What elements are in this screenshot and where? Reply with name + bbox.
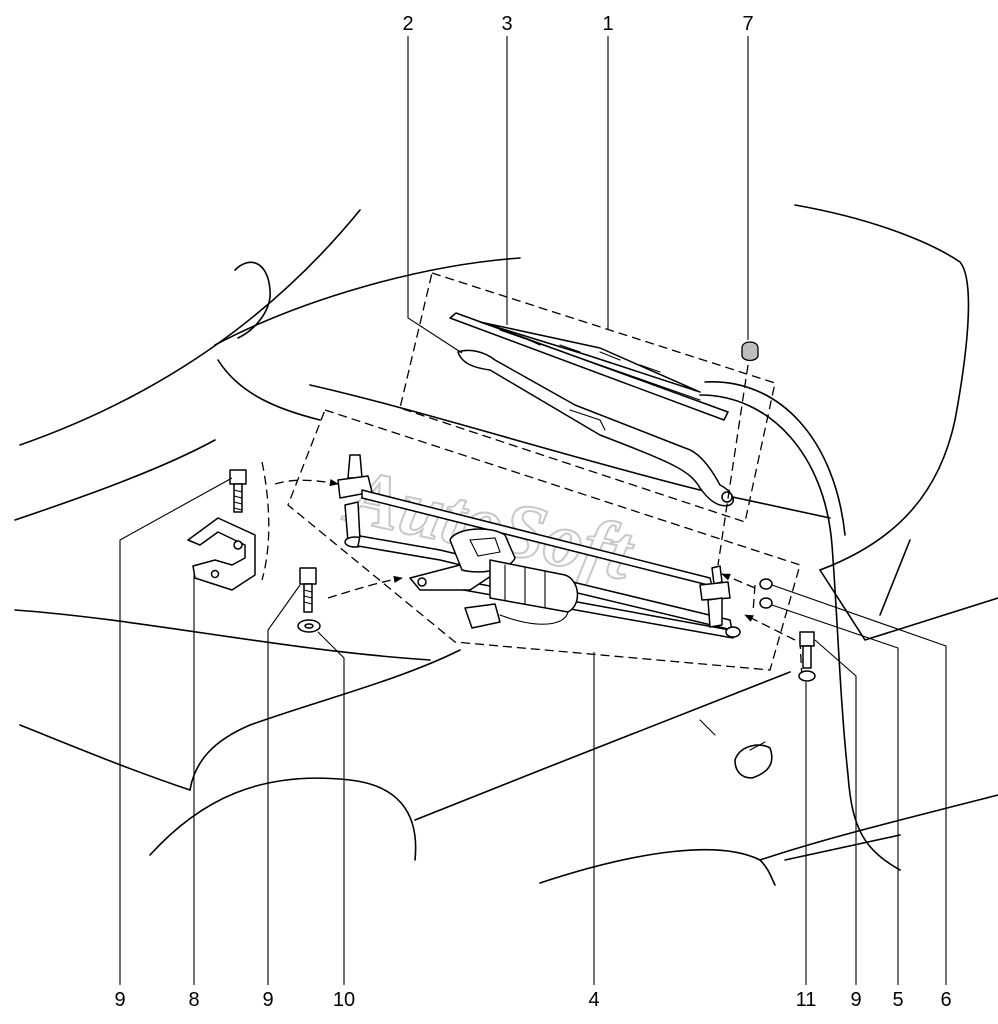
- callout-4: 4: [588, 989, 599, 1011]
- wiper-arm: [457, 349, 734, 507]
- wiper-blade: [449, 312, 729, 421]
- callout-11: 11: [796, 989, 817, 1011]
- callout-9a: 9: [114, 989, 125, 1011]
- callout-5: 5: [892, 989, 903, 1011]
- bracket-8: [187, 517, 256, 591]
- leader-10: [317, 631, 345, 985]
- car-body-outline: [14, 204, 998, 886]
- callout-2: 2: [402, 13, 413, 35]
- bolt-9-top: [229, 469, 247, 513]
- nut-5: [759, 597, 773, 609]
- arrow-bolt-to-bracket: [327, 575, 403, 599]
- callout-7: 7: [742, 13, 753, 35]
- cap-nut: [741, 341, 759, 362]
- bolt-path-left: [261, 461, 270, 581]
- leader-9c: [814, 639, 857, 985]
- leader-9a: [119, 477, 233, 985]
- callout-9c: 9: [850, 989, 861, 1011]
- callout-1: 1: [602, 13, 613, 35]
- nut-path: [752, 584, 756, 613]
- nut-6: [759, 578, 773, 590]
- bolt-9-middle: [299, 567, 317, 613]
- leader-9b: [267, 584, 301, 985]
- arrow-bolt-to-pivot: [274, 479, 339, 487]
- leader-5: [771, 604, 899, 985]
- washer-11: [798, 670, 816, 682]
- callout-8: 8: [188, 989, 199, 1011]
- leader-6: [771, 584, 947, 985]
- bolt-9-right: [799, 631, 815, 669]
- arrow-nut-to-pivot: [721, 573, 756, 589]
- wiper-linkage-assembly: [337, 454, 741, 639]
- cap-nut-axis: [717, 364, 749, 566]
- leader-2: [407, 36, 463, 354]
- callout-6: 6: [940, 989, 951, 1011]
- wiper-arm-group-box: [399, 272, 776, 523]
- arrow-bolt-to-right-pivot: [744, 614, 796, 641]
- callout-9b: 9: [262, 989, 273, 1011]
- callout-10: 10: [333, 989, 355, 1011]
- callout-3: 3: [501, 13, 512, 35]
